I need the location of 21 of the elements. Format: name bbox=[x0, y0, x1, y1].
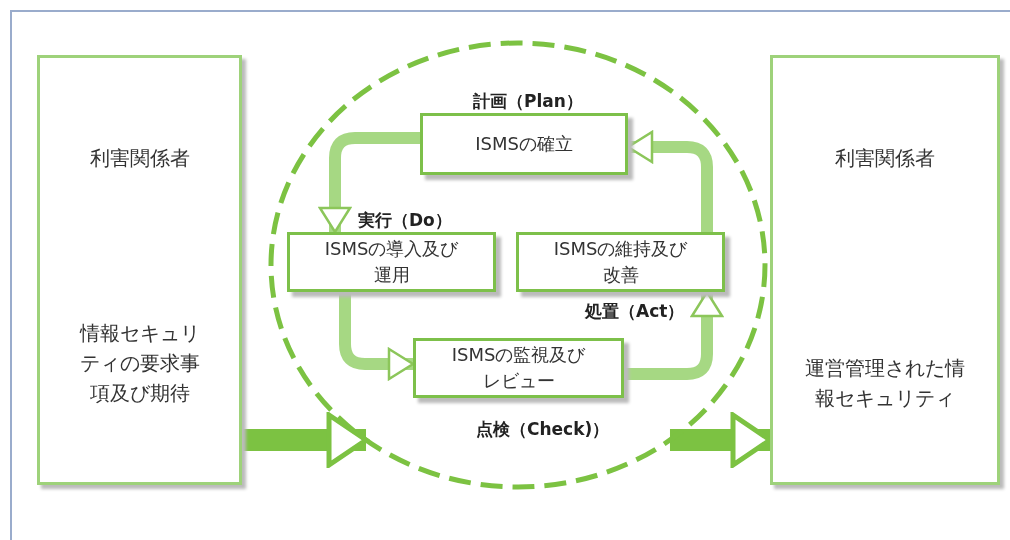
arrow bbox=[339, 292, 415, 381]
stakeholder-box bbox=[770, 55, 1000, 485]
phase-label: 処置（Act） bbox=[585, 300, 685, 323]
process-label: ISMSの監視及びレビュー bbox=[450, 342, 587, 393]
process-label: ISMSの維持及び改善 bbox=[552, 236, 689, 287]
dashed-circle bbox=[268, 40, 768, 490]
stakeholder-text: 運営管理された情報セキュリティ bbox=[804, 355, 966, 412]
process-label: ISMSの確立 bbox=[475, 131, 573, 156]
stakeholder-text: 情報セキュリティの要求事項及び期待 bbox=[78, 320, 201, 407]
phase-label: 実行（Do） bbox=[358, 209, 452, 232]
phase-label: 点検（Check)） bbox=[476, 418, 610, 441]
stakeholder-heading: 利害関係者 bbox=[834, 145, 936, 172]
arrow bbox=[318, 132, 420, 234]
arrow bbox=[626, 130, 713, 232]
arrow bbox=[242, 412, 369, 468]
stakeholder-box bbox=[37, 55, 242, 485]
phase-label: 計画（Plan） bbox=[473, 90, 583, 113]
arrow bbox=[670, 412, 773, 468]
process-label: ISMSの導入及び運用 bbox=[323, 236, 460, 287]
stakeholder-heading: 利害関係者 bbox=[88, 145, 191, 172]
arrow bbox=[624, 290, 724, 380]
